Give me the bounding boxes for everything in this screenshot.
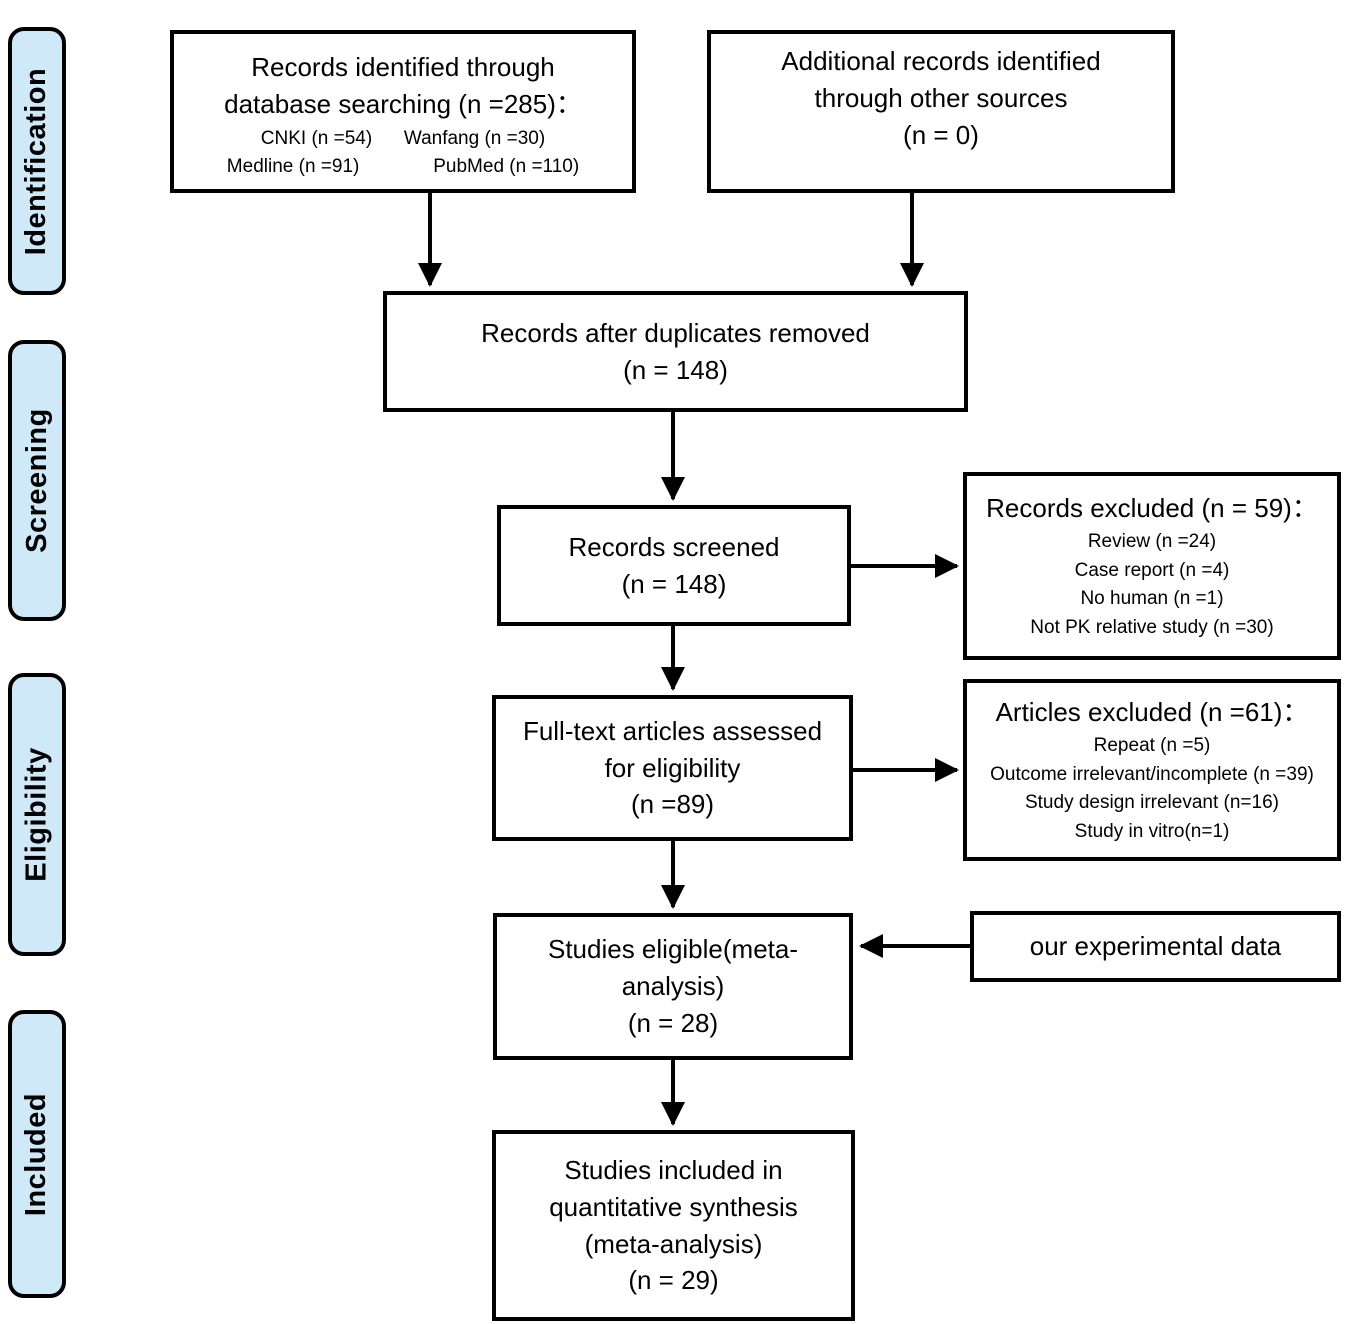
stage-label-text: Eligibility (20, 747, 53, 882)
box-studies-eligible: Studies eligible(meta- analysis) (n = 28… (493, 913, 853, 1060)
box-fulltext-assessed: Full-text articles assessed for eligibil… (492, 695, 853, 841)
box-additional-records: Additional records identified through ot… (707, 30, 1175, 193)
box-records-screened: Records screened (n = 148) (497, 505, 851, 626)
stage-label-eligibility: Eligibility (8, 673, 66, 956)
box-experimental-data: our experimental data (970, 911, 1341, 982)
box-title: Records after duplicates removed (n = 14… (481, 317, 870, 385)
box-studies-included: Studies included in quantitative synthes… (492, 1130, 855, 1321)
box-title: Records identified through database sear… (224, 52, 582, 119)
box-title: Studies included in quantitative synthes… (549, 1154, 798, 1296)
box-title: Articles excluded (n =61)： (995, 696, 1309, 727)
box-details: Repeat (n =5) Outcome irrelevant/incompl… (990, 735, 1314, 842)
box-articles-excluded: Articles excluded (n =61)： Repeat (n =5)… (963, 679, 1341, 861)
box-title: Records excluded (n = 59)： (986, 492, 1318, 523)
box-title: Additional records identified through ot… (781, 46, 1101, 150)
box-title: Full-text articles assessed for eligibil… (522, 715, 823, 820)
box-title: Records screened (n = 148) (568, 531, 780, 599)
stage-label-included: Included (8, 1010, 66, 1298)
stage-label-screening: Screening (8, 340, 66, 621)
box-title: Studies eligible(meta- analysis) (n = 28… (547, 934, 798, 1038)
stage-label-text: Identification (20, 67, 53, 255)
box-records-identified: Records identified through database sear… (170, 30, 636, 193)
stage-label-text: Screening (20, 408, 53, 553)
box-records-excluded: Records excluded (n = 59)： Review (n =24… (963, 472, 1341, 660)
box-details: CNKI (n =54) Wanfang (n =30) Medline (n … (226, 127, 580, 178)
box-duplicates-removed: Records after duplicates removed (n = 14… (383, 291, 968, 412)
stage-label-text: Included (20, 1092, 53, 1216)
box-details: Review (n =24) Case report (n =4) No hum… (1030, 531, 1274, 638)
box-title: our experimental data (1029, 931, 1282, 962)
stage-label-identification: Identification (8, 27, 66, 295)
